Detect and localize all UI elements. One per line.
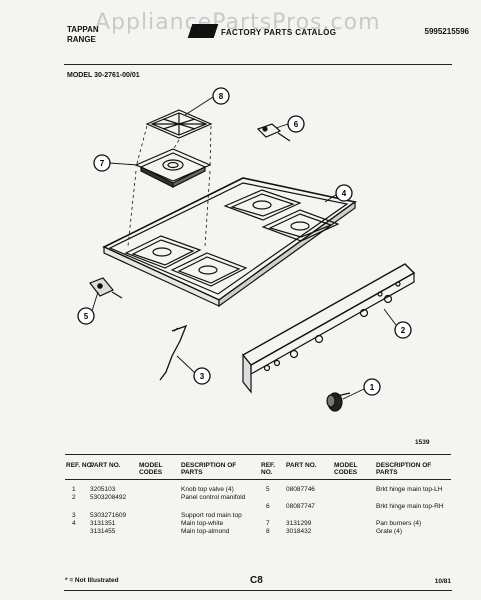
col-model-left: MODEL CODES [139,462,163,476]
col-model-right: MODEL CODES [334,462,358,476]
control-knob [326,392,351,412]
revision-date: 10/81 [434,578,451,585]
callout-6: 6 [287,115,305,133]
grate-part [145,109,213,139]
col-part-right: PART NO. [286,462,317,469]
svg-text:7: 7 [100,159,105,168]
svg-text:8: 8 [219,92,224,101]
control-panel [241,263,416,394]
header-divider [64,64,452,65]
exploded-parts-diagram: 8 6 7 4 5 2 3 1 [77,87,416,412]
callout-3: 3 [193,367,211,385]
svg-text:5: 5 [84,312,89,321]
product-type: RANGE [67,35,96,44]
table-header-rule [65,479,451,480]
burner-pan-part [134,148,212,188]
main-top-part [102,177,357,308]
brand-name: TAPPAN [67,25,99,34]
svg-text:3: 3 [200,372,205,381]
hinge-bracket-rh [256,123,291,142]
watermark-text: AppliancePartsPros.com [95,10,381,35]
catalog-title: FACTORY PARTS CATALOG [221,28,337,37]
col-desc-right: DESCRIPTION OF PARTS [376,462,432,476]
footer-divider [64,590,452,591]
svg-text:4: 4 [342,189,347,198]
manufacturer-logo [187,24,219,38]
svg-text:1: 1 [370,383,375,392]
support-rod [159,324,188,381]
svg-text:6: 6 [294,120,299,129]
model-label: MODEL 30-2761-00/01 [67,72,140,79]
callout-1: 1 [363,378,381,396]
hinge-bracket-lh [89,277,123,299]
callout-8: 8 [212,87,230,105]
col-part-left: PART NO. [90,462,121,469]
catalog-part-number: 5995215596 [424,27,470,36]
col-ref-right: REF. NO. [261,462,276,476]
svg-text:2: 2 [401,326,406,335]
footnote: * = Not Illustrated [65,577,119,584]
callout-7: 7 [93,154,111,172]
col-ref-left: REF. NO. [66,462,94,469]
col-desc-left: DESCRIPTION OF PARTS [181,462,237,476]
callout-2: 2 [394,321,412,339]
callout-4: 4 [335,184,353,202]
table-top-rule [65,454,451,455]
page-code: C8 [250,575,263,586]
callout-5: 5 [77,307,95,325]
figure-number: 1539 [415,439,430,446]
